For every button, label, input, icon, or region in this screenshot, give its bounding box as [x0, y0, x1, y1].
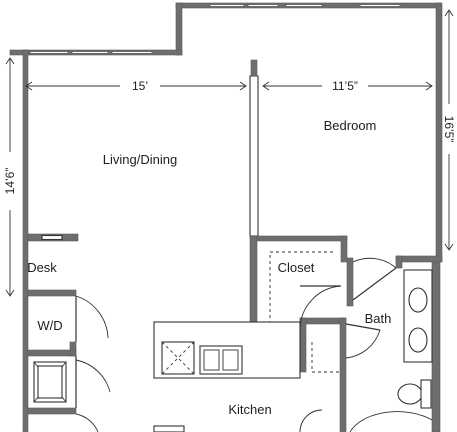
cooktop-x-2 — [161, 341, 195, 375]
bath-fixtures — [349, 269, 433, 432]
room-label-kitchen: Kitchen — [228, 402, 271, 417]
toilet-bowl — [397, 383, 423, 405]
door-wd-swing — [75, 295, 109, 339]
partition-living-bedroom — [249, 75, 259, 237]
kitchen-counter-lower — [153, 425, 185, 432]
window-bedroom-2 — [247, 4, 279, 7]
dim-arrow-bedroom-depth-bottom — [444, 243, 454, 251]
partition-cap — [250, 59, 258, 77]
room-label-desk: Desk — [27, 260, 57, 275]
dim-arrow-bedroom-right — [425, 81, 433, 91]
tub-edge — [349, 411, 433, 432]
wall-jog-vertical — [175, 2, 183, 56]
wall-bath-top-stub — [395, 255, 403, 269]
dim-label-living-width: 15’ — [132, 79, 148, 93]
wall-wd-right-stub — [69, 341, 77, 357]
room-label-living-dining: Living/Dining — [103, 152, 177, 167]
room-labels: Living/Dining Bedroom Closet Bath Desk W… — [27, 118, 391, 417]
door-kitchen-swing — [299, 409, 323, 432]
water-heater-inner — [37, 365, 63, 399]
dim-arrow-living-left — [25, 81, 33, 91]
wall-right-bedroom — [435, 2, 443, 262]
dim-label-living-depth: 14’6” — [3, 168, 17, 195]
kitchen-fixtures — [153, 321, 301, 432]
wall-bath-right-vertical — [339, 317, 347, 432]
windows — [29, 4, 401, 54]
window-bedroom-1 — [209, 4, 245, 7]
dimension-lines — [5, 9, 454, 297]
door-closet-swing — [299, 285, 342, 331]
sink-basin-right — [222, 349, 239, 371]
dim-arrow-living-depth-top — [5, 57, 15, 65]
sink-basin-left — [203, 349, 220, 371]
wall-bath-right — [431, 261, 441, 432]
wall-closet-right-stub — [346, 257, 354, 307]
door-bath-leaf-2 — [345, 323, 381, 331]
utility-fixtures — [33, 361, 67, 403]
window-bedroom-4 — [359, 4, 401, 7]
door-utility-swing — [75, 359, 111, 393]
window-living-2 — [71, 51, 109, 54]
room-label-bath: Bath — [365, 311, 392, 326]
wall-bath-left-vertical — [299, 317, 307, 373]
dim-label-bedroom-depth: 16’5” — [442, 116, 456, 143]
kitchen-sink — [199, 345, 243, 375]
bath-closet-shelf — [311, 342, 340, 373]
wall-bath-left-horizontal — [299, 317, 347, 325]
wall-closet-top — [256, 235, 348, 242]
toilet-tank — [420, 379, 432, 409]
cooktop-x-1 — [161, 341, 195, 375]
room-label-closet: Closet — [278, 260, 315, 275]
window-living-1 — [29, 51, 69, 54]
dim-arrow-bedroom-left — [262, 81, 270, 91]
wall-utility-bottom — [27, 407, 77, 415]
dim-label-bedroom-width: 11’5” — [332, 79, 358, 93]
doors — [75, 257, 397, 432]
door-bath-leaf — [352, 267, 397, 301]
dim-arrow-bedroom-depth-top — [444, 9, 454, 17]
closet-shelf-outline — [269, 251, 336, 336]
wall-wd-top — [27, 289, 77, 297]
door-bath-swing-top — [352, 257, 397, 269]
window-bedroom-3 — [285, 4, 323, 7]
door-lower-swing — [75, 413, 99, 432]
dim-arrow-living-right — [239, 81, 247, 91]
sink-upper — [408, 287, 428, 313]
desk-top-opening — [41, 234, 63, 241]
closet-details — [269, 251, 340, 373]
room-label-wd: W/D — [37, 318, 62, 333]
dimension-labels: 15’ 11’5” 14’6” 16’5” — [3, 79, 456, 194]
wall-left — [22, 49, 29, 432]
room-label-bedroom: Bedroom — [324, 118, 377, 133]
wall-bath-top — [395, 255, 443, 263]
wall-closet-right-upper — [340, 235, 348, 263]
window-living-3 — [111, 51, 153, 54]
dim-arrow-living-depth-bottom — [5, 289, 15, 297]
sink-lower — [408, 327, 428, 353]
door-bath-swing-bottom — [345, 329, 381, 359]
wall-wd-bottom — [27, 349, 77, 357]
